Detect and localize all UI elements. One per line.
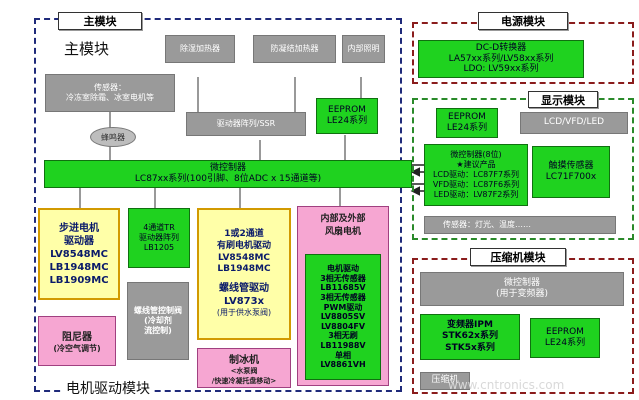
power-module-tab: 电源模块	[478, 12, 568, 30]
touch-sensor: 触摸传感器 LC71F700x	[532, 146, 610, 198]
main-mcu-title: 微控制器	[209, 162, 246, 173]
power-line-1: DC-D转换器	[475, 42, 527, 53]
valve-line-2: (冷却剂	[144, 316, 172, 325]
fan-line-2: 风扇电机	[324, 227, 361, 237]
display-module-tab: 显示模块	[528, 91, 598, 108]
compressor-eeprom: EEPROM LE24系列	[530, 318, 600, 358]
anti-condensation-heater: 防凝结加热器	[253, 35, 336, 63]
display-mcu-line-2: ★建议产品	[456, 160, 496, 169]
stepper-line-4: LB1948MC	[49, 261, 109, 273]
tr-line-3: LB1205	[143, 243, 175, 252]
ice-maker: 制冰机 <水泵阀 /快速冷凝托盘移动>	[197, 348, 291, 388]
sensor-title: 传感器：	[94, 83, 126, 92]
inverter-mcu-line-1: 微控制器	[503, 277, 540, 288]
solenoid-line-1: 螺线管驱动	[219, 283, 269, 295]
damper-line-2: (冷空气调节)	[53, 344, 101, 353]
fan-driver-line-2: 3相无传感器	[320, 273, 366, 283]
dehumidifier-heater: 除湿加热器	[165, 35, 235, 63]
compressor-eeprom-line-1: EEPROM	[546, 326, 584, 337]
sensor-desc: 冷冻室除霜、冰室电机等	[66, 93, 154, 102]
stepper-line-5: LB1909MC	[49, 274, 109, 286]
fan-driver-line-7: LV8804FV	[320, 321, 366, 331]
ice-line-2: <水泵阀	[230, 366, 258, 375]
display-eeprom: EEPROM LE24系列	[436, 108, 498, 138]
display-mcu: 微控制器(8位) ★建议产品 LCD驱动：LC87F7系列 VFD驱动：LC87…	[424, 144, 528, 206]
fan-driver-line-6: LV8805SV	[320, 312, 366, 322]
display-mcu-line-4: VFD驱动：LC87F6系列	[432, 180, 520, 189]
watermark: www.cntronics.com	[448, 378, 565, 392]
tr-line-1: 4通道TR	[143, 223, 175, 232]
fan-line-1: 内部及外部	[320, 214, 366, 224]
display-eeprom-series: LE24系列	[446, 123, 488, 133]
tr-driver-array: 4通道TR 驱动器阵列 LB1205	[128, 208, 190, 268]
main-mcu: 微控制器 LC87xx系列(100引脚、8位ADC x 15通道等)	[44, 160, 412, 188]
solenoid-line-2: LV873x	[223, 296, 265, 308]
driver-array-ssr: 驱动器阵列/SSR	[186, 112, 306, 136]
compressor-module-tab: 压缩机模块	[470, 248, 566, 266]
ipm-line-1: 变频器IPM	[447, 320, 493, 331]
interior-light: 内部照明	[342, 35, 385, 63]
brushed-line-1: 1或2通道	[224, 229, 264, 240]
fan-driver-line-11: LV8861VH	[320, 360, 366, 370]
damper-line-1: 阻尼器	[62, 332, 92, 343]
inverter-mcu: 微控制器 (用于变频器)	[420, 272, 624, 306]
tr-line-2: 驱动器阵列	[139, 233, 179, 242]
fan-driver-line-4: 3相无传感器	[320, 293, 366, 303]
display-module-frame	[412, 98, 634, 240]
stepper-line-3: LV8548MC	[50, 248, 108, 260]
display-mcu-line-5: LED驱动：LV87F2系列	[433, 190, 519, 199]
solenoid-line-3: (用于供水泵阀)	[216, 308, 272, 318]
inverter-mcu-line-2: (用于变频器)	[495, 289, 549, 299]
power-line-3: LDO: LV59xx系列	[463, 64, 539, 75]
touch-line-1: 触摸传感器	[548, 160, 594, 171]
fan-motor-drivers: 电机驱动 3相无传感器 LB11685V 3相无传感器 PWM驱动 LV8805…	[305, 254, 381, 380]
compressor-eeprom-line-2: LE24系列	[544, 338, 586, 348]
ipm-line-3: STK5x系列	[445, 342, 495, 353]
brushed-line-2: 有刷电机驱动	[216, 241, 271, 252]
brushed-motor-driver: 1或2通道 有刷电机驱动 LV8548MC LB1948MC 螺线管驱动 LV8…	[197, 208, 291, 340]
ice-line-3: /快速冷凝托盘移动>	[211, 376, 277, 385]
power-line-2: LA57xx系列/LV58xx系列	[448, 53, 554, 64]
main-mcu-desc: LC87xx系列(100引脚、8位ADC x 15通道等)	[134, 174, 322, 184]
main-module-tab: 主模块	[58, 12, 142, 30]
main-module-frame	[34, 18, 402, 392]
brushed-line-4: LB1948MC	[217, 264, 271, 275]
fan-driver-line-3: LB11685V	[320, 283, 366, 293]
solenoid-control-valve: 螺线管控制阀 (冷却剂 流控制)	[127, 282, 189, 360]
valve-line-3: 流控制)	[144, 326, 172, 335]
inverter-ipm: 变频器IPM STK62x系列 STK5x系列	[420, 314, 520, 360]
main-eeprom-series: LE24系列	[326, 116, 368, 126]
stepper-line-1: 步进电机	[59, 222, 99, 234]
power-converters: DC-D转换器 LA57xx系列/LV58xx系列 LDO: LV59xx系列	[418, 40, 584, 78]
ipm-line-2: STK62x系列	[442, 331, 498, 342]
valve-line-1: 螺线管控制阀	[134, 306, 182, 315]
main-eeprom: EEPROM LE24系列	[316, 98, 378, 134]
brushed-line-3: LV8548MC	[217, 252, 271, 263]
fan-driver-line-5: PWM驱动	[323, 302, 363, 312]
fridge-sensor-box: 传感器： 冷冻室除霜、冰室电机等	[45, 74, 175, 112]
damper: 阻尼器 (冷空气调节)	[38, 316, 116, 366]
compressor: 压缩机	[420, 372, 470, 390]
buzzer: 蜂鸣器	[90, 127, 136, 147]
motor-module-footer: 电机驱动模块	[64, 378, 152, 398]
main-eeprom-title: EEPROM	[328, 104, 366, 115]
fan-driver-line-8: 3相无刷	[328, 331, 358, 341]
fan-driver-line-9: LB11988V	[320, 340, 366, 350]
lcd-vfd-led: LCD/VFD/LED	[520, 112, 628, 134]
fan-driver-line-1: 电机驱动	[327, 264, 359, 274]
ice-line-1: 制冰机	[229, 354, 259, 366]
display-sensor: 传感器：灯光、温度……	[424, 216, 616, 234]
main-module-heading: 主模块	[64, 40, 110, 58]
display-mcu-line-1: 微控制器(8位)	[450, 150, 502, 159]
display-eeprom-title: EEPROM	[448, 111, 486, 122]
stepper-motor-driver: 步进电机 驱动器 LV8548MC LB1948MC LB1909MC	[38, 208, 120, 300]
display-mcu-line-3: LCD驱动：LC87F7系列	[432, 170, 520, 179]
fan-driver-line-10: 单相	[335, 350, 351, 360]
touch-line-2: LC71F700x	[545, 172, 597, 182]
stepper-line-2: 驱动器	[64, 235, 94, 247]
